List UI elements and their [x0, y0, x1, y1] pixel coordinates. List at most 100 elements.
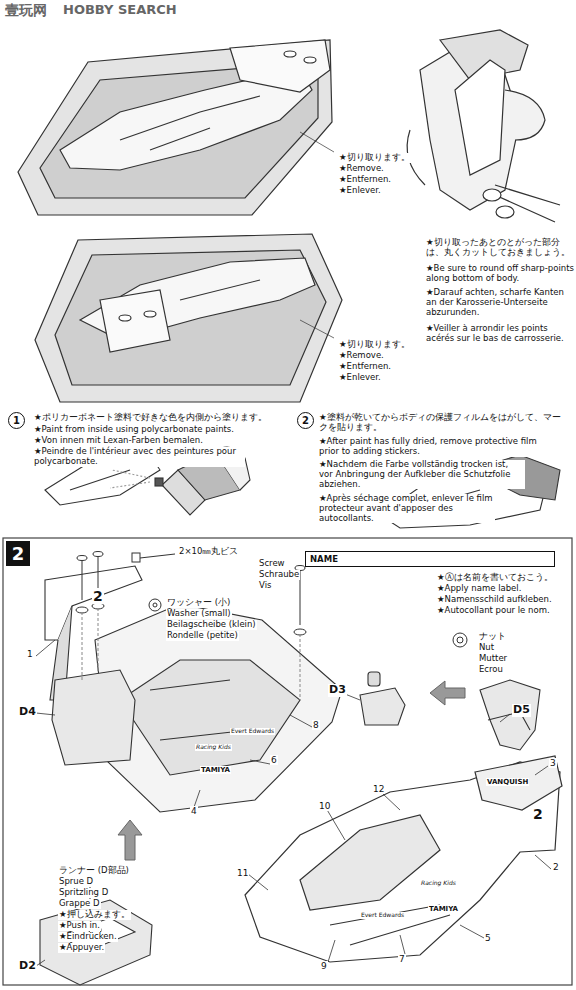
callout-number: 8	[312, 720, 320, 730]
callout-number: 9	[320, 961, 328, 971]
instruction-text: ★切り取ります。	[338, 340, 411, 350]
instruction-text: Schraube	[258, 570, 300, 580]
node-text: NAME	[310, 554, 338, 564]
callout-number: 1	[26, 649, 34, 659]
instruction-text: ★Veiller à arrondir les points acérés su…	[425, 324, 575, 344]
callout-number: 2	[552, 862, 560, 872]
instruction-text: ★Darauf achten, scharfe Kanten an der Ka…	[425, 288, 575, 317]
arrows-part	[430, 681, 465, 705]
leader-lines-part	[382, 793, 400, 810]
paint-step-part	[155, 478, 163, 486]
callout-number: D5	[512, 704, 531, 717]
instruction-text: ★ポリカーボネート塗料で好きな色を内側から塗ります。	[33, 413, 290, 423]
leader-lines-part	[36, 713, 55, 715]
assembly-exploded-part	[360, 688, 405, 725]
instruction-text: ★After paint has fully dried, remove pro…	[318, 437, 560, 457]
instruction-text: Ecrou	[478, 665, 504, 675]
callout-number: 11	[236, 868, 249, 878]
instruction-text: ★Peindre de l'intérieur avec des peintur…	[33, 447, 245, 467]
screws-part	[93, 552, 103, 557]
instruction-text: ★Ⓐは名前を書いておこう。	[436, 573, 554, 583]
callout-number: 4	[190, 806, 198, 816]
callout-number: 3	[549, 758, 557, 768]
instruction-text: ★Remove.	[338, 351, 385, 361]
instruction-text: ★Eindrücken.	[58, 932, 118, 942]
callout-number: 12	[372, 784, 385, 794]
instruction-text: ★Autocollant pour le nom.	[436, 606, 551, 616]
instruction-text: ★Von innen mit Lexan-Farben bemalen.	[33, 436, 285, 446]
screws-part	[149, 599, 161, 611]
screws-part	[457, 637, 463, 643]
leader-lines-part	[500, 714, 510, 722]
leader-lines-part	[250, 760, 270, 764]
tray-bottom-part	[55, 250, 326, 385]
tray-bottom-part	[35, 234, 342, 402]
tray-bottom-part	[300, 320, 334, 338]
hand-scissors-part	[455, 60, 505, 175]
leader-lines-part	[460, 925, 484, 938]
callout-number: D4	[18, 706, 37, 719]
instruction-text: ★切り取ったあとのとがった部分は、丸くカットしておきましょう。	[425, 238, 575, 258]
instruction-text: Grappe D	[58, 899, 101, 909]
tray-bottom-part	[119, 315, 131, 321]
tray-top-part	[120, 96, 260, 140]
instruction-text: Nut	[478, 643, 495, 653]
leader-lines-part	[326, 808, 345, 840]
callout-number: D3	[328, 684, 347, 697]
step-circle: 1	[8, 412, 25, 429]
instruction-text: 2×10㎜丸ビス	[178, 547, 239, 557]
instruction-text: Vis	[258, 581, 272, 591]
callout-number: 7	[398, 954, 406, 964]
paint-step-part	[70, 470, 130, 490]
instruction-text: ★Namensschild aufkleben.	[436, 595, 553, 605]
leader-lines	[36, 640, 551, 966]
assembled-car-part	[300, 815, 440, 910]
instruction-text: Evert Edwards	[230, 728, 275, 735]
instruction-text: VANQUISH	[486, 778, 529, 786]
instruction-text: ★押し込みます。	[58, 910, 131, 920]
instruction-text: ★Entfernen.	[338, 175, 392, 185]
assembly-exploded-part	[120, 660, 300, 775]
screws-part	[453, 633, 467, 647]
instruction-text: 2	[532, 806, 544, 822]
node-text: 2	[12, 543, 25, 564]
paint-step-part	[110, 470, 150, 488]
instruction-text: Beilagscheibe (klein)	[166, 620, 257, 630]
instruction-text: ★Be sure to round off sharp-points along…	[425, 264, 575, 284]
instruction-text: ★塗料が乾いてからボディの保護フィルムをはがして、マークを貼ります。	[318, 413, 570, 433]
leader-lines-part	[400, 935, 405, 954]
hand-scissors-part	[495, 185, 560, 222]
instruction-text: ナット	[478, 632, 507, 642]
watermark: 壹玩网	[4, 2, 48, 18]
leader-lines-part	[36, 640, 55, 656]
callout-number: D2	[18, 960, 37, 973]
leader-lines-part	[535, 855, 551, 869]
instruction-text: TAMIYA	[428, 905, 459, 913]
screws-part	[132, 553, 140, 562]
screws	[76, 552, 467, 701]
instruction-text: Racing Kids	[420, 880, 457, 887]
screws-part	[153, 603, 157, 607]
hand-scissors-part	[496, 206, 514, 218]
instruction-text: ★Push in.	[58, 921, 101, 931]
instruction-text: ★Entfernen.	[338, 362, 392, 372]
assembled-car	[245, 756, 562, 962]
instruction-text: Spritzling D	[58, 888, 109, 898]
instruction-text: ランナー (D部品)	[58, 866, 130, 876]
assembly-exploded-part	[480, 680, 540, 750]
tray-top-part	[284, 51, 296, 57]
name-label-box: NAME	[305, 551, 555, 567]
screws-part	[77, 556, 87, 561]
instruction-text: ★切り取ります。	[338, 153, 411, 163]
instruction-text: Screw	[258, 559, 286, 569]
leader-lines-part	[248, 874, 268, 890]
assembled-car-part	[475, 756, 562, 810]
tray-top-part	[230, 40, 330, 92]
leader-lines-part	[290, 715, 312, 727]
assembly-exploded-part	[52, 670, 135, 765]
leader-lines-part	[535, 766, 548, 775]
tray-bottom-part	[100, 290, 170, 352]
screws-part	[82, 608, 300, 700]
instruction-text: ★Paint from inside using polycarbonate p…	[33, 425, 285, 435]
